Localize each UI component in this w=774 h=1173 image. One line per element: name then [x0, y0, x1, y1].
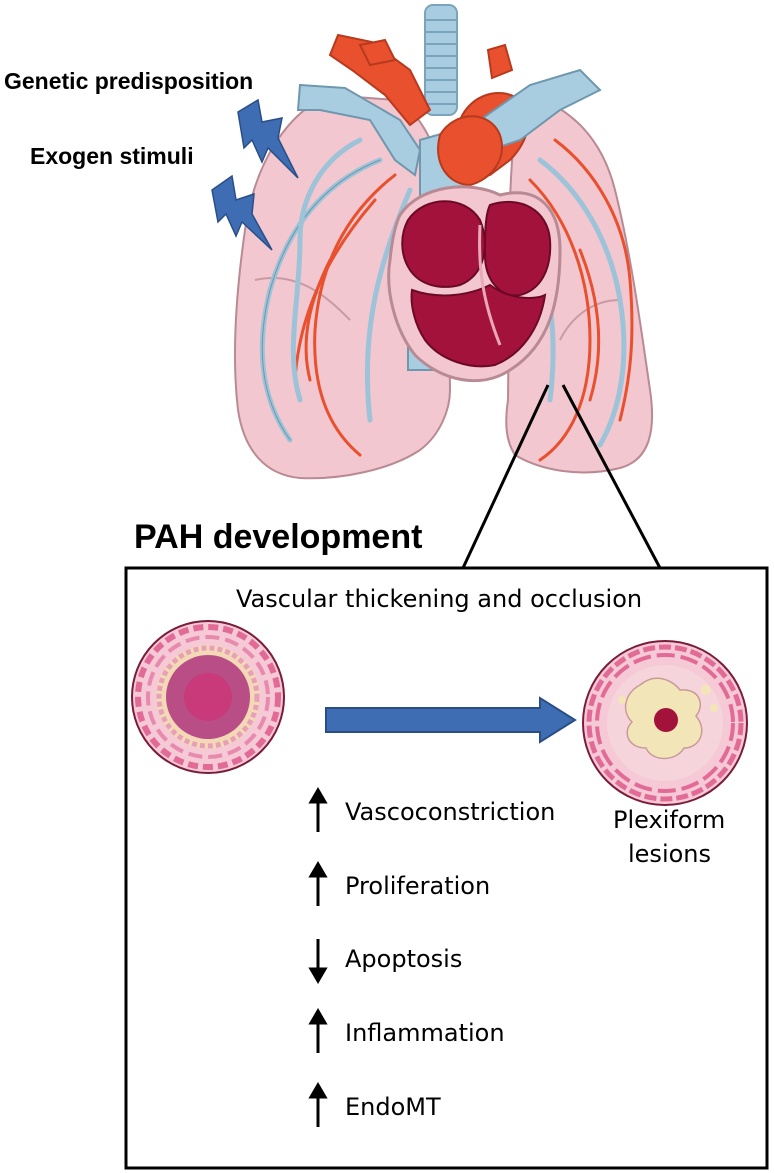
effect-label-4: EndoMT: [345, 1093, 441, 1121]
bolt-exogen-icon: [211, 174, 273, 251]
effect-label-3: Inflammation: [345, 1019, 505, 1047]
effect-label-1: Proliferation: [345, 872, 491, 900]
bolt-genetic-icon: [237, 98, 299, 179]
label-lesions: lesions: [628, 840, 712, 868]
normal-vessel-cross-section: [131, 620, 285, 774]
label-plexiform: Plexiform: [613, 806, 726, 834]
effect-label-2: Apoptosis: [345, 945, 463, 973]
trachea-illustration: [424, 4, 458, 116]
heart-illustration: [387, 185, 562, 383]
plexiform-lesion-cross-section: [582, 640, 748, 806]
arrow-down-icon-2: [308, 967, 328, 984]
arrow-up-icon-0: [308, 787, 328, 804]
arrow-up-icon-1: [308, 861, 328, 878]
zoom-lines: [461, 384, 662, 569]
lightning-bolt-icons: [211, 98, 299, 251]
arrow-up-icon-4: [308, 1082, 328, 1099]
lungs-illustration: [233, 93, 654, 480]
effect-arrows: [308, 787, 328, 1127]
arrow-up-icon-3: [308, 1008, 328, 1025]
label-genetic-predisposition: Genetic predisposition: [4, 68, 254, 94]
pah-development-box: [124, 566, 769, 1170]
label-exogen-stimuli: Exogen stimuli: [30, 143, 194, 169]
label-vascular-thickening: Vascular thickening and occlusion: [236, 585, 643, 613]
effect-label-0: Vascoconstriction: [345, 798, 556, 826]
progression-arrow-icon: [325, 696, 577, 744]
heading-pah-development: PAH development: [134, 518, 423, 556]
